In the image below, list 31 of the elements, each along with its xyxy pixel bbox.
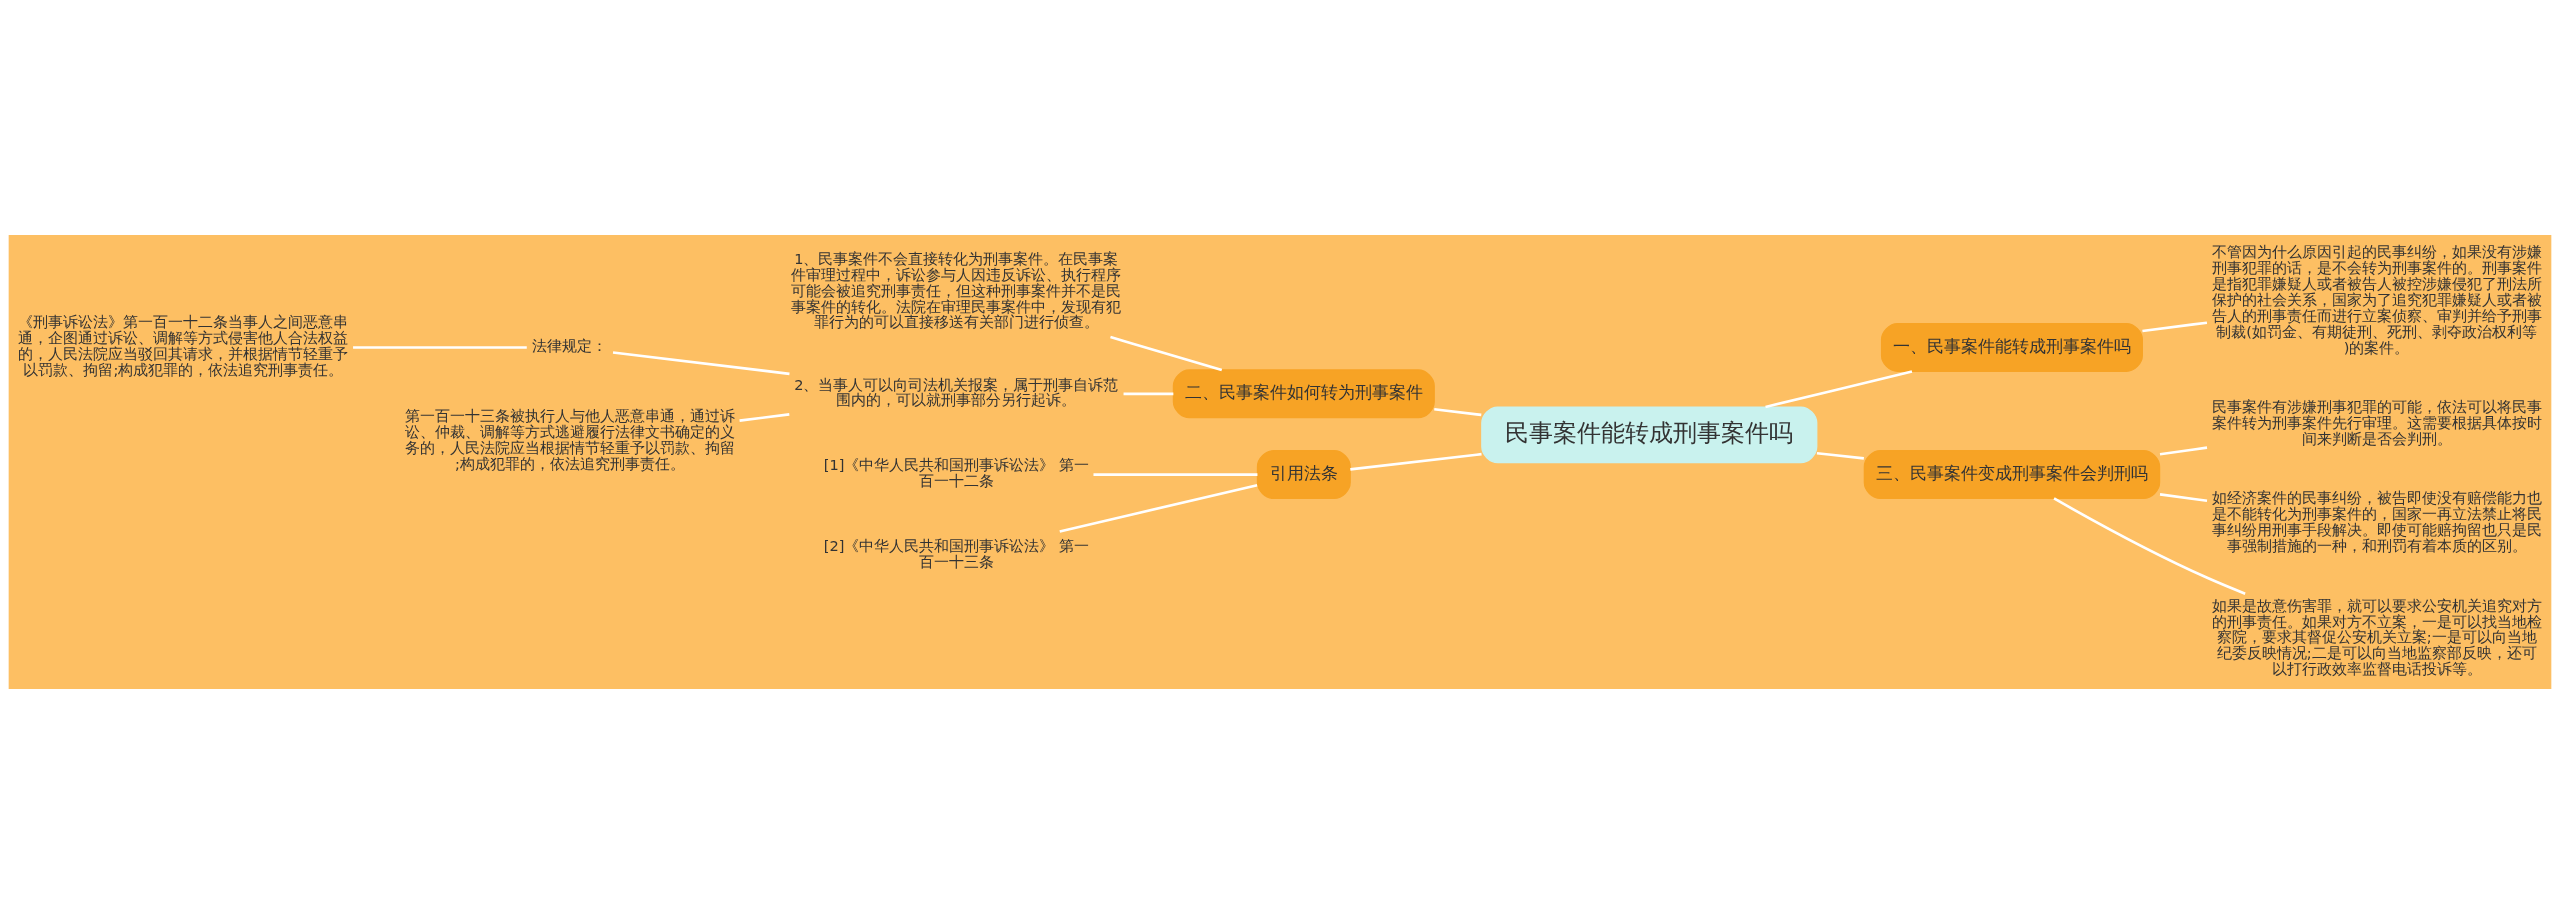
node-box: 引用法条 bbox=[1256, 449, 1351, 499]
node-text: [2]《中华人民共和国刑事诉讼法》 第一百一十三条 bbox=[823, 536, 1089, 570]
node-box: 民事案件能转成刑事案件吗 bbox=[1481, 405, 1818, 463]
connector bbox=[739, 412, 790, 422]
connector bbox=[2159, 492, 2208, 502]
node-box: 二、民事案件如何转为刑事案件 bbox=[1172, 368, 1435, 418]
connector bbox=[1093, 472, 1258, 476]
node-text: 1、民事案件不会直接转化为刑事案件。在民事案件审理过程中，诉讼参与人因违反诉讼、执行程序可能会被追究刑事责任，但这种刑事案件并不是民事案件的转化。法院在审理民事案件中，发现有犯罪行为的可以直接移送有关部门进行侦查。 bbox=[791, 249, 1122, 330]
node-text: 如果是故意伤害罪，就可以要求公安机关追究对方的刑事责任。如果对方不立案，一是可以找当地检察院，要求其督促公安机关立案;一是可以向当地纪委反映情况;二是可以向当地监察部反映，还可以打行政效率监督电话投诉等。 bbox=[2211, 596, 2542, 677]
node-text: 2、当事人可以向司法机关报案，属于刑事自诉范围内的，可以就刑事部分另行起诉。 bbox=[794, 375, 1119, 408]
node-text: [1]《中华人民共和国刑事诉讼法》 第一百一十二条 bbox=[823, 455, 1089, 489]
connector bbox=[1059, 483, 1258, 533]
node-text: 如经济案件的民事纠纷，被告即使没有赔偿能力也是不能转化为刑事案件的，国家一再立法禁止将民事纠纷用刑事手段解决。即使可能赔拘留也只是民事强制措施的一种，和刑罚有着本质的区别。 bbox=[2211, 488, 2542, 554]
node-box: 三、民事案件变成刑事案件会判刑吗 bbox=[1863, 449, 2161, 499]
node-text: 不管因为什么原因引起的民事纠纷，如果没有涉嫌刑事犯罪的话，是不会转为刑事案件的。刑事案件是指犯罪嫌疑人或者被告人被控涉嫌侵犯了刑法所保护的社会关系，国家为了追究犯罪嫌疑人或者被告人的刑事责任而进行立案侦察、审判并给予刑事制裁(如罚金、有期徒刑、死刑、剥夺政治权利等)的案件。 bbox=[2211, 242, 2542, 356]
connector bbox=[1123, 392, 1174, 395]
connector bbox=[612, 350, 790, 375]
connector bbox=[2053, 496, 2246, 595]
connector bbox=[353, 345, 527, 349]
connector bbox=[1350, 452, 1482, 471]
node-box: 一、民事案件能转成刑事案件吗 bbox=[1880, 322, 2143, 372]
node-text: 民事案件有涉嫌刑事犯罪的可能，依法可以将民事案件转为刑事案件先行审理。这需要根据具体按时间来判断是否会判刑。 bbox=[2211, 397, 2542, 447]
connector bbox=[1110, 335, 1223, 371]
connector bbox=[2142, 320, 2208, 332]
node-text: 第一百一十三条被执行人与他人恶意串通，通过诉讼、仲裁、调解等方式逃避履行法律文书确定的义务的，人民法院应当根据情节轻重予以罚款、拘留;构成犯罪的，依法追究刑事责任。 bbox=[404, 406, 735, 472]
node-text: 法律规定： bbox=[532, 336, 608, 354]
node-text: 《刑事诉讼法》第一百一十二条当事人之间恶意串通，企图通过诉讼、调解等方式侵害他人合法权益的，人民法院应当驳回其请求，并根据情节轻重予以罚款、拘留;构成犯罪的，依法追究刑事责任。 bbox=[18, 312, 349, 378]
connector bbox=[2159, 445, 2208, 455]
connector bbox=[1816, 451, 1864, 460]
connector bbox=[1765, 369, 1913, 408]
connector bbox=[1434, 407, 1482, 416]
